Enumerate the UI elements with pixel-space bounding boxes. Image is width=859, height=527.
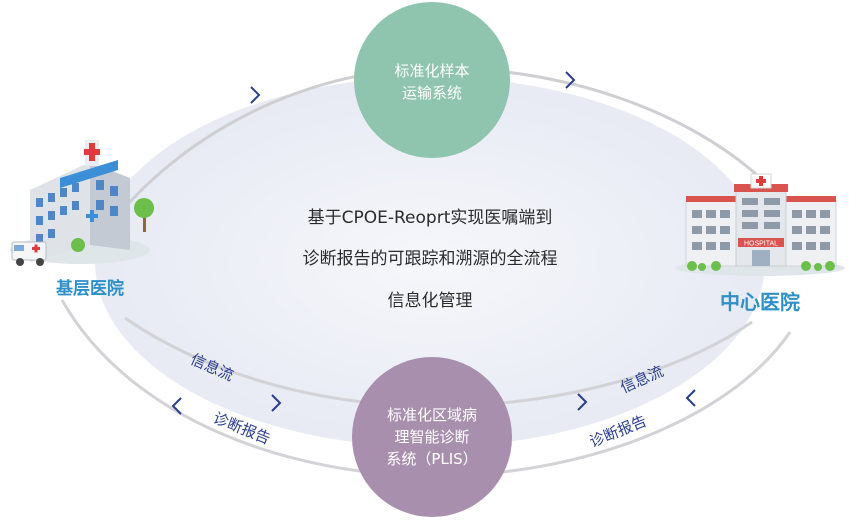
center-text-line-1: 基于CPOE-Reoprt实现医嘱端到 — [307, 208, 553, 228]
bottom-node-line-3: 系统（PLIS） — [386, 450, 478, 468]
arrow-right-info-icon — [577, 393, 588, 411]
top-node-label: 标准化样本 运输系统 — [372, 60, 492, 104]
left-site-label: 基层医院 — [56, 279, 124, 299]
hospital-building-icon — [675, 173, 845, 276]
bottom-node-line-2: 理智能诊断 — [394, 428, 470, 446]
bottom-node-line-1: 标准化区域病 — [386, 406, 477, 424]
arrow-left-info-icon — [271, 394, 282, 412]
center-text-line-2: 诊断报告的可跟踪和溯源的全流程 — [302, 249, 558, 269]
top-node-line-1: 标准化样本 — [394, 62, 470, 80]
arrow-top-right-icon — [565, 71, 576, 89]
top-node-line-2: 运输系统 — [401, 84, 462, 102]
right-site-label: 中心医院 — [720, 290, 800, 314]
center-text-line-3: 信息化管理 — [387, 291, 473, 311]
hospital-sign: HOSPITAL — [744, 241, 778, 248]
arrow-top-left-icon — [250, 86, 261, 104]
clinic-building-icon — [10, 140, 154, 266]
arrow-left-report-icon — [171, 397, 182, 415]
center-ellipse — [95, 77, 765, 447]
bottom-node-circle — [352, 357, 512, 517]
top-node-circle — [354, 2, 510, 158]
arrow-right-report-icon — [685, 389, 696, 407]
bottom-node-label: 标准化区域病 理智能诊断 系统（PLIS） — [362, 404, 502, 470]
